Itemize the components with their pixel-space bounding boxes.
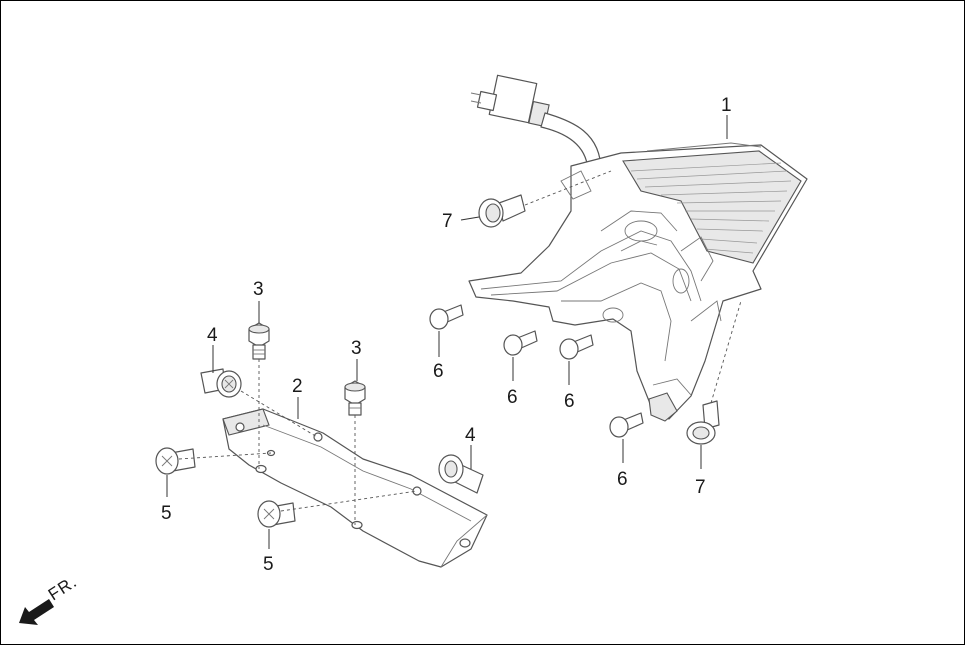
callout-3-left: 3: [253, 279, 264, 300]
callout-1: 1: [721, 95, 732, 116]
callout-5-bottom: 5: [263, 554, 274, 575]
callout-6-a: 6: [433, 361, 444, 382]
bracket-hole: [235, 422, 245, 432]
bracket-hole: [255, 464, 267, 474]
callout-6-d: 6: [617, 469, 628, 490]
front-direction-label: FR.: [45, 572, 81, 604]
callout-4-right: 4: [465, 425, 476, 446]
screw-5-left: [155, 447, 196, 475]
washer-screw-7-bottom: [686, 400, 720, 445]
callout-leaders: [166, 115, 728, 549]
screw-6-b: [503, 330, 538, 356]
callout-6-b: 6: [507, 387, 518, 408]
bracket-hole: [412, 486, 422, 496]
screw-6-d: [609, 412, 644, 438]
bracket-hole: [459, 538, 471, 548]
collar-bolt-4-left: [200, 368, 242, 398]
washer-screw-7-top: [478, 194, 526, 228]
screw-6-c: [559, 334, 594, 360]
flange-bolt-3-right: [344, 380, 366, 416]
mounting-tab: [648, 392, 678, 422]
flange-bolt-3-left: [248, 322, 270, 360]
bracket-hole: [351, 520, 363, 530]
callout-numbers: 1 2 3 3 4 4 5 5 6 6 6 6 7 7: [161, 95, 732, 575]
callout-6-c: 6: [564, 391, 575, 412]
front-arrow-icon: [19, 599, 54, 625]
callout-5-left: 5: [161, 503, 172, 524]
screw-5-bottom: [257, 500, 296, 528]
tail-light-assembly: [468, 74, 808, 422]
callout-3-right: 3: [351, 338, 362, 359]
bracket-hole: [313, 432, 323, 442]
housing-detail-lines: [480, 170, 722, 396]
assembly-guide-lines: [178, 170, 742, 525]
collar-bolt-4-right: [438, 454, 484, 494]
callout-7-top: 7: [442, 211, 453, 232]
callout-2: 2: [292, 376, 303, 397]
screw-6-a: [429, 304, 464, 330]
front-direction-indicator: FR.: [19, 572, 81, 625]
wire-connector: [470, 74, 550, 128]
callout-4-left: 4: [207, 325, 218, 346]
lens-hatching: [630, 162, 792, 254]
callout-7-bottom: 7: [695, 477, 706, 498]
tail-light-lens: [622, 150, 802, 264]
